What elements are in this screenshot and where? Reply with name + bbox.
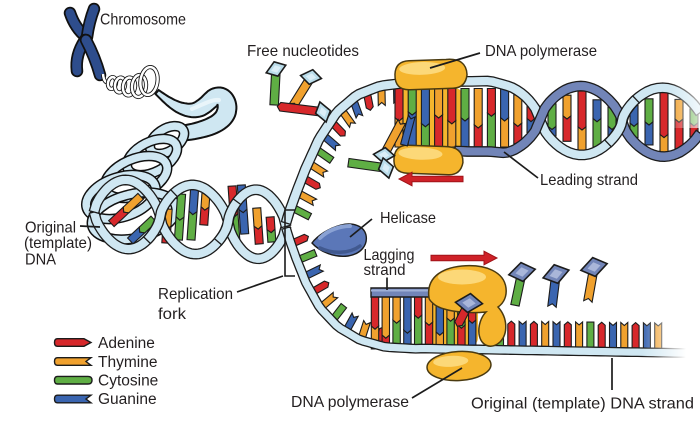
- svg-text:fork: fork: [158, 306, 187, 323]
- svg-text:Adenine: Adenine: [98, 335, 155, 352]
- svg-text:Guanine: Guanine: [98, 391, 157, 408]
- svg-text:Thymine: Thymine: [98, 354, 157, 371]
- svg-text:Cytosine: Cytosine: [98, 373, 158, 390]
- svg-text:Helicase: Helicase: [380, 210, 436, 227]
- svg-text:Free nucleotides: Free nucleotides: [247, 43, 359, 60]
- svg-text:Chromosome: Chromosome: [100, 11, 186, 28]
- svg-text:Original: Original: [25, 220, 76, 237]
- svg-text:DNA polymerase: DNA polymerase: [485, 43, 597, 60]
- svg-text:Replication: Replication: [158, 286, 233, 303]
- svg-text:(template): (template): [24, 235, 92, 252]
- svg-text:strand: strand: [364, 262, 406, 279]
- svg-text:DNA: DNA: [25, 252, 56, 269]
- svg-text:DNA polymerase: DNA polymerase: [291, 394, 409, 411]
- svg-text:Leading strand: Leading strand: [540, 172, 638, 189]
- svg-text:Lagging: Lagging: [364, 247, 415, 264]
- svg-text:Original (template) DNA strand: Original (template) DNA strand: [471, 396, 694, 413]
